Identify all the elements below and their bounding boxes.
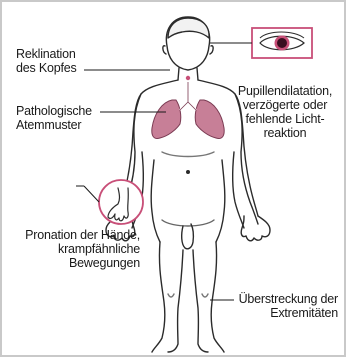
right-leg: [211, 242, 224, 352]
right-hand: [241, 216, 270, 241]
label-hand-pronation: Pronation der Hände, krampfähnliche Bewe…: [10, 228, 140, 270]
left-leg: [152, 242, 165, 352]
neck-marker: [186, 76, 190, 80]
hand-circle: [99, 180, 143, 224]
eye-inset: [252, 28, 312, 58]
genitals: [182, 224, 194, 249]
label-head-extension: Reklination des Kopfes: [16, 47, 77, 75]
label-breathing-pattern: Pathologische Atemmuster: [16, 104, 92, 132]
label-pupil-dilation: Pupillendilatation, verzögerte oder fehl…: [226, 84, 344, 140]
lungs-graphic: [152, 82, 224, 139]
label-extremity-extension: Überstreckung der Extremitäten: [228, 292, 338, 320]
